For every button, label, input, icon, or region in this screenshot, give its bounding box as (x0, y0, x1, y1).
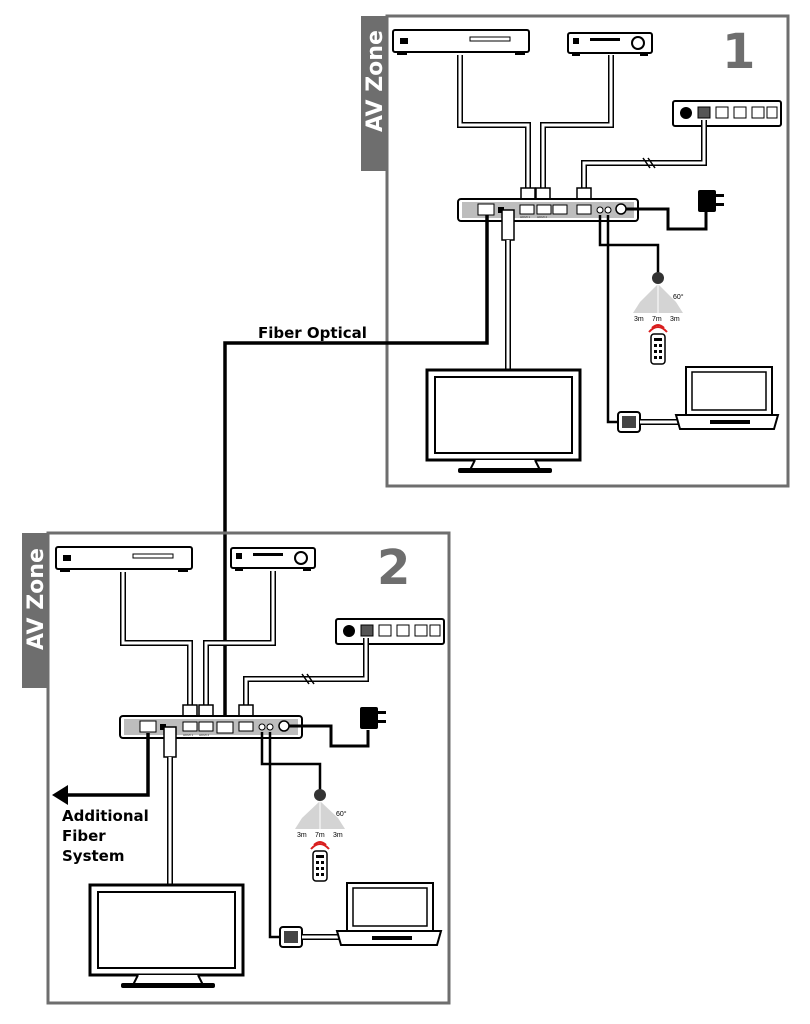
zone-1-bluray-player-icon (392, 29, 530, 55)
zone-2-hdmi2-label: HDMI 2 (199, 733, 209, 737)
zone-1-ir-angle: 60° (673, 293, 684, 301)
zone-1-tv-cable (501, 209, 515, 370)
fiber-optical-label: Fiber Optical (258, 324, 367, 342)
zone-1-lan-cable (581, 120, 707, 195)
zone-2-hdmi1-label: HDMI 1 (183, 733, 193, 737)
zone-1-power-adapter-icon (626, 190, 724, 231)
zone-1-ir-receiver-icon: 60° 3m 7m 3m (598, 215, 684, 323)
zone-2-hdmi-cables (120, 571, 276, 712)
zone-2-frame (46, 531, 451, 1005)
zone-1-settop-box-icon (567, 32, 653, 56)
zone-1-network-switch-icon (672, 100, 782, 127)
zone-1-hdmi1-label: HDMI 1 (520, 215, 530, 219)
zone-2-ir-right: 3m (333, 832, 343, 839)
zone-2-ir-angle: 60° (336, 810, 347, 818)
zone-2-ir-center: 7m (315, 832, 325, 839)
zone-1-ir-left: 3m (634, 316, 644, 323)
zone-2-label: AV Zone (24, 548, 49, 650)
zone-1-fiber-receiver-icon: HDMI 1 HDMI 2 (457, 198, 639, 222)
zone-1-ir-center: 7m (652, 316, 662, 323)
fiber-optic-link (218, 215, 489, 732)
zone-2-number: 2 (377, 540, 410, 596)
zone-1-number: 1 (722, 24, 755, 80)
zone-2-label-tab (22, 533, 48, 688)
zone-1-ir-right: 3m (670, 316, 680, 323)
zone-2-laptop-icon (335, 882, 443, 946)
additional-fiber-arrow (52, 733, 150, 805)
zone-1-laptop-icon (674, 366, 780, 430)
zone-2: AV Zone 2 (22, 531, 451, 1005)
zone-2-bluray-player-icon (55, 546, 193, 572)
zone-1-frame (385, 14, 790, 488)
zone-2-remote-control-icon (310, 841, 330, 882)
zone-1-rs232-cable (606, 215, 684, 433)
zone-1-remote-control-icon (648, 324, 668, 365)
zone-2-ir-receiver-icon: 60° 3m 7m 3m (260, 732, 347, 839)
additional-fiber-line1: Additional (62, 807, 149, 825)
zone-1-hdmi-cables (457, 55, 614, 195)
zone-2-lan-cable (243, 638, 369, 712)
zone-2-settop-box-icon (230, 547, 316, 571)
additional-fiber-line2: Fiber (62, 827, 106, 845)
zone-2-power-adapter-icon (289, 707, 386, 748)
zone-1-hdmi2-label: HDMI 2 (537, 215, 547, 219)
zone-2-network-switch-icon (335, 618, 445, 645)
zone-1-label: AV Zone (363, 30, 388, 132)
zone-1-label-tab (361, 16, 387, 171)
zone-1-tv-icon (425, 368, 582, 473)
zone-1: AV Zone 1 (361, 14, 790, 488)
additional-fiber-line3: System (62, 847, 124, 865)
zone-2-tv-cable (163, 726, 177, 885)
zone-2-ir-left: 3m (297, 832, 307, 839)
zone-2-tv-icon (88, 883, 245, 988)
